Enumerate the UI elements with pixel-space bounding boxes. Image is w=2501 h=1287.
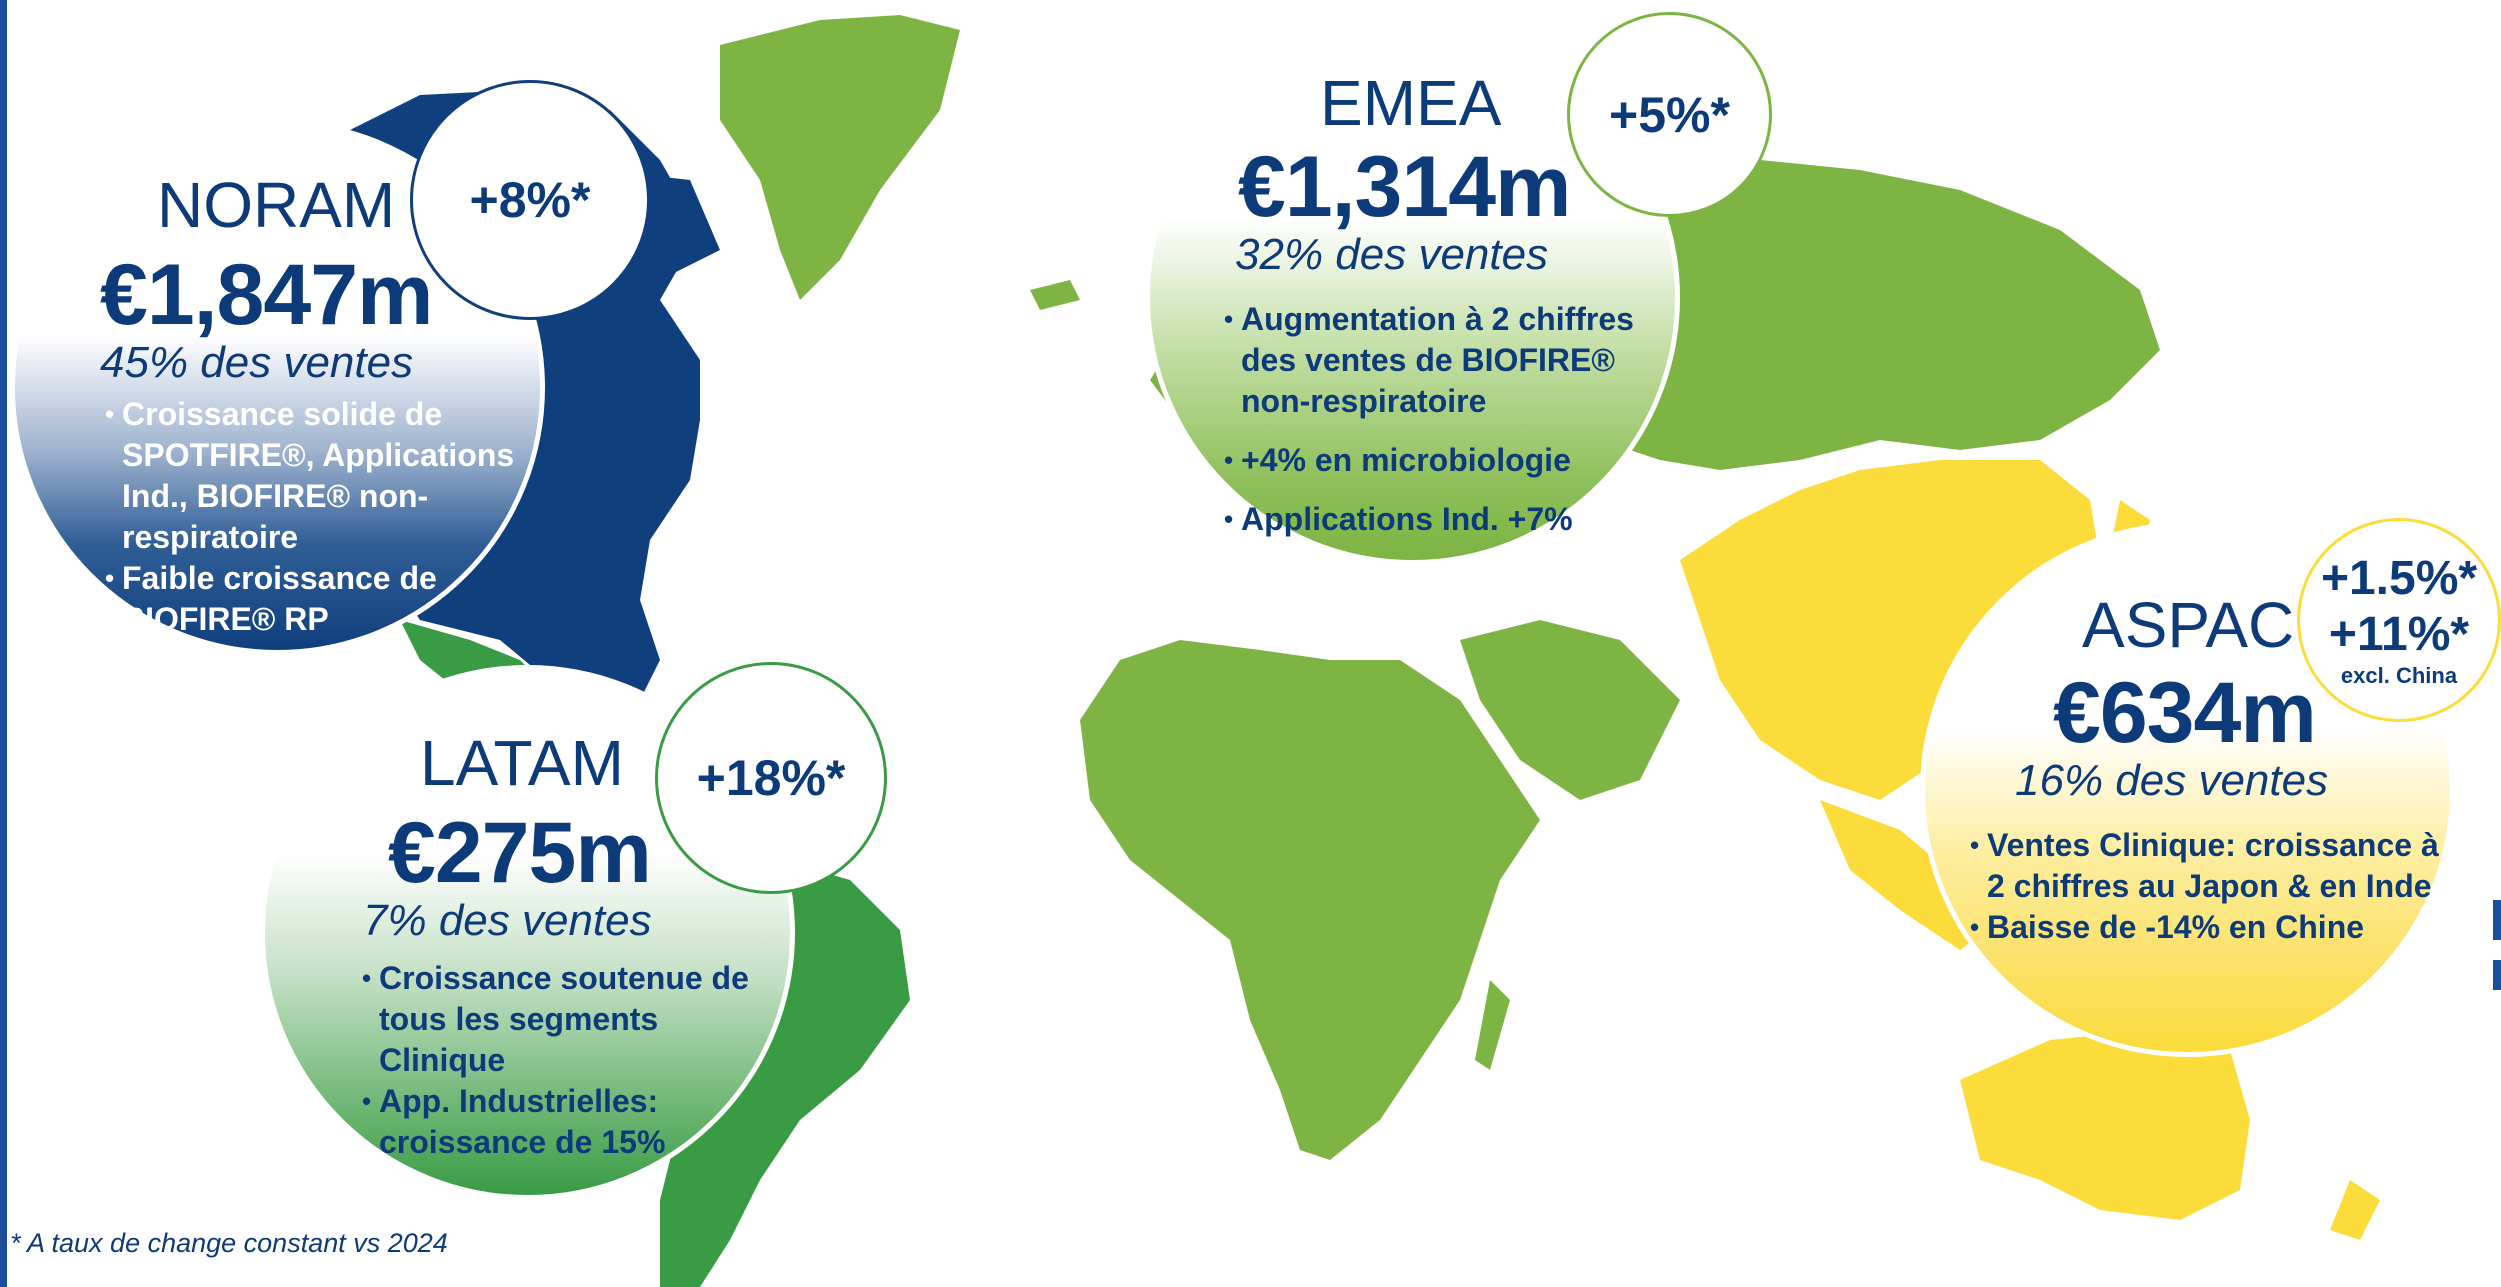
right-accent-stripe — [2493, 900, 2501, 940]
right-accent-stripe — [2493, 960, 2501, 990]
emea-growth-badge: +5%* — [1567, 12, 1772, 217]
aspac-region-name: ASPAC — [2082, 589, 2295, 661]
noram-bullet-2: Faible croissance de BIOFIRE® RP — [105, 558, 555, 640]
noram-growth: +8%* — [469, 172, 591, 228]
noram-amount: €1,847m — [100, 247, 434, 343]
emea-amount: €1,314m — [1238, 139, 1572, 235]
emea-bullet-1: Augmentation à 2 chiffres des ventes de … — [1224, 299, 1674, 422]
latam-bullet-2: App. Industrielles: croissance de 15% — [362, 1081, 792, 1163]
aspac-bullet-2: Baisse de -14% en Chine — [1970, 907, 2440, 948]
noram-region-name: NORAM — [157, 169, 396, 241]
emea-bullet-3: Applications Ind. +7% — [1224, 499, 1674, 540]
aspac-share: 16% des ventes — [2015, 756, 2329, 805]
emea-bullet-2: +4% en microbiologie — [1224, 440, 1674, 481]
latam-region-name: LATAM — [420, 727, 624, 799]
noram-bullet-1: Croissance solide de SPOTFIRE®, Applicat… — [105, 394, 555, 558]
aspac-growth-excl: +11%* — [2328, 608, 2470, 661]
aspac-growth: +1.5%* — [2320, 552, 2478, 605]
emea-region-name: EMEA — [1320, 67, 1502, 139]
left-accent-bar — [0, 0, 7, 1287]
emea-share: 32% des ventes — [1235, 230, 1549, 279]
noram-growth-badge: +8%* — [410, 80, 650, 320]
aspac-bullets: Ventes Clinique: croissance à 2 chiffres… — [1970, 825, 2440, 948]
aspac-amount: €634m — [2053, 665, 2317, 761]
emea-bullets: Augmentation à 2 chiffres des ventes de … — [1224, 299, 1674, 540]
latam-bullets: Croissance soutenue de tous les segments… — [362, 958, 792, 1163]
aspac-bullet-1: Ventes Clinique: croissance à 2 chiffres… — [1970, 825, 2440, 907]
latam-growth: +18%* — [696, 750, 846, 806]
aspac-growth-excl-label: excl. China — [2340, 663, 2458, 688]
noram-bullets: Croissance solide de SPOTFIRE®, Applicat… — [105, 394, 555, 640]
footnote: * A taux de change constant vs 2024 — [10, 1228, 448, 1258]
greenland-landmass — [720, 15, 960, 300]
emea-growth: +5%* — [1609, 86, 1730, 143]
noram-share: 45% des ventes — [100, 338, 414, 387]
latam-share: 7% des ventes — [363, 896, 652, 945]
aspac-growth-badge: +1.5%* +11%* excl. China — [2297, 518, 2501, 722]
latam-bullet-1: Croissance soutenue de tous les segments… — [362, 958, 792, 1081]
latam-growth-badge: +18%* — [655, 662, 887, 894]
iceland-landmass — [1030, 280, 1080, 310]
latam-amount: €275m — [388, 805, 652, 901]
